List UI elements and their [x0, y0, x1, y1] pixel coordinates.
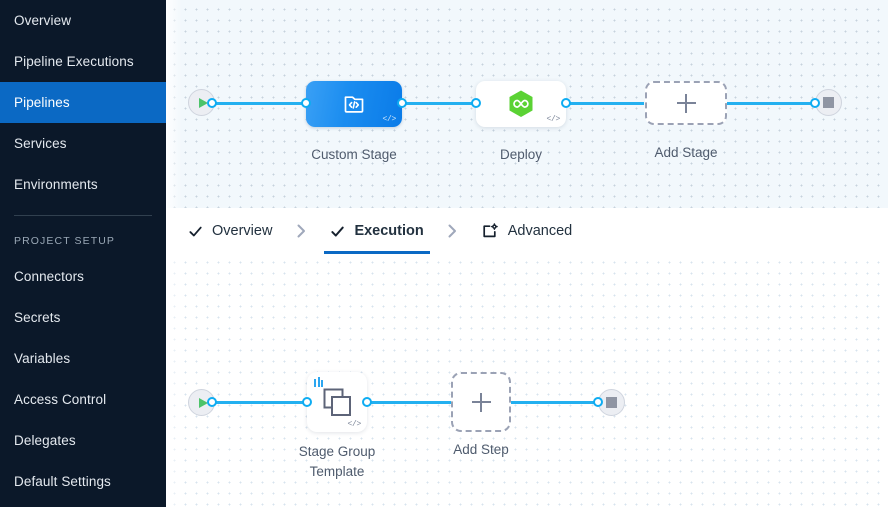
add-stage-button[interactable]	[645, 81, 727, 125]
step-link-2	[506, 401, 606, 404]
sidebar-item-label: Delegates	[14, 433, 76, 448]
step-group-icon	[323, 388, 351, 416]
sidebar-item-default-settings[interactable]: Default Settings	[0, 461, 166, 502]
plus-icon	[676, 93, 696, 113]
stage-card[interactable]: </>	[306, 81, 402, 127]
stage-end-node[interactable]	[815, 89, 842, 116]
stage-start-node[interactable]	[188, 89, 215, 116]
plus-icon	[471, 392, 491, 412]
stage-node-label-custom-stage: Custom Stage	[311, 147, 397, 162]
tab-separator	[430, 223, 476, 239]
sidebar-item-label: Pipelines	[14, 95, 70, 110]
sidebar-item-label: Access Control	[14, 392, 107, 407]
sidebar-item-label: Services	[14, 136, 67, 151]
stop-square	[823, 97, 834, 108]
play-triangle	[198, 397, 208, 408]
stage-node-custom-stage[interactable]: </>	[306, 81, 402, 127]
sidebar-item-label: Environments	[14, 177, 98, 192]
custom-stage-code-icon	[344, 96, 364, 113]
sidebar-item-services[interactable]: Services	[0, 123, 166, 164]
add-step-node[interactable]	[451, 372, 511, 432]
stage-link-2	[566, 102, 644, 105]
sidebar-item-connectors[interactable]: Connectors	[0, 256, 166, 297]
step-node-label-stage-group-template: Stage Group Template	[298, 444, 376, 479]
check-icon	[189, 226, 202, 236]
yaml-code-badge: </>	[546, 115, 560, 124]
stage-canvas[interactable]: </> Custom Stage </> Deploy	[166, 0, 888, 208]
tab-label: Advanced	[507, 223, 573, 239]
step-node-stage-group-template[interactable]: </>	[307, 372, 367, 432]
sidebar-item-label: Secrets	[14, 310, 61, 325]
stage-link-3	[690, 102, 815, 105]
tab-execution[interactable]: Execution	[324, 208, 431, 254]
step-link-start	[207, 401, 307, 404]
stage-link-start	[206, 102, 306, 105]
sidebar-divider	[14, 215, 152, 216]
stop-square	[606, 397, 617, 408]
tab-label: Execution	[354, 223, 424, 239]
stage-node-deploy[interactable]: </>	[476, 81, 566, 127]
sidebar-item-overview[interactable]: Overview	[0, 0, 166, 41]
deploy-hexagon-icon	[509, 90, 533, 117]
yaml-code-badge: </>	[382, 115, 396, 124]
chevron-right-icon	[448, 224, 457, 238]
sidebar-item-pipelines[interactable]: Pipelines	[0, 82, 166, 123]
step-end-port[interactable]	[593, 397, 603, 407]
sidebar-item-access-control[interactable]: Access Control	[0, 379, 166, 420]
step-group-out-port[interactable]	[362, 397, 372, 407]
check-icon	[331, 226, 345, 237]
step-canvas[interactable]: </> Stage Group Template Add Step	[166, 254, 888, 507]
sidebar-item-label: Connectors	[14, 269, 85, 284]
step-card[interactable]: </>	[307, 372, 367, 432]
sidebar-item-label: Pipeline Executions	[14, 54, 134, 69]
stop-icon	[815, 89, 842, 116]
sidebar-item-environments[interactable]: Environments	[0, 164, 166, 205]
tab-overview[interactable]: Overview	[182, 208, 278, 254]
play-icon	[188, 89, 215, 116]
step-link-1	[366, 401, 451, 404]
tab-advanced[interactable]: Advanced	[476, 208, 579, 254]
tab-separator	[278, 223, 324, 239]
add-step-label: Add Step	[453, 442, 509, 457]
stage-tab-bar: Overview Execution	[166, 208, 888, 254]
advanced-settings-icon	[483, 222, 498, 237]
stage-node-label-deploy: Deploy	[499, 147, 543, 162]
play-triangle	[198, 97, 208, 108]
stage-start-port[interactable]	[207, 98, 217, 108]
sidebar-nav: Overview Pipeline Executions Pipelines S…	[0, 0, 166, 507]
stage-custom-out-port[interactable]	[397, 98, 407, 108]
sidebar-item-variables[interactable]: Variables	[0, 338, 166, 379]
sidebar-section-label: PROJECT SETUP	[14, 235, 116, 247]
stage-end-port[interactable]	[810, 98, 820, 108]
sidebar-item-label: Overview	[14, 13, 72, 28]
sidebar-item-secrets[interactable]: Secrets	[0, 297, 166, 338]
step-group-in-port[interactable]	[302, 397, 312, 407]
yaml-code-badge: </>	[347, 420, 361, 429]
stage-deploy-out-port[interactable]	[561, 98, 571, 108]
step-start-port[interactable]	[207, 397, 217, 407]
tab-label: Overview	[212, 223, 273, 239]
pipeline-content: </> Custom Stage </> Deploy	[166, 0, 888, 507]
stage-deploy-in-port[interactable]	[471, 98, 481, 108]
stage-card[interactable]: </>	[476, 81, 566, 127]
add-stage-label: Add Stage	[654, 145, 718, 160]
sidebar-item-label: Variables	[14, 351, 71, 366]
sidebar-item-label: Default Settings	[14, 474, 111, 489]
sidebar-item-delegates[interactable]: Delegates	[0, 420, 166, 461]
add-stage-node[interactable]	[645, 81, 727, 125]
stage-link-1	[401, 102, 476, 105]
chevron-right-icon	[297, 224, 305, 238]
stage-custom-in-port[interactable]	[301, 98, 311, 108]
sidebar-item-pipeline-executions[interactable]: Pipeline Executions	[0, 41, 166, 82]
template-library-icon	[314, 377, 323, 387]
add-step-button[interactable]	[451, 372, 511, 432]
